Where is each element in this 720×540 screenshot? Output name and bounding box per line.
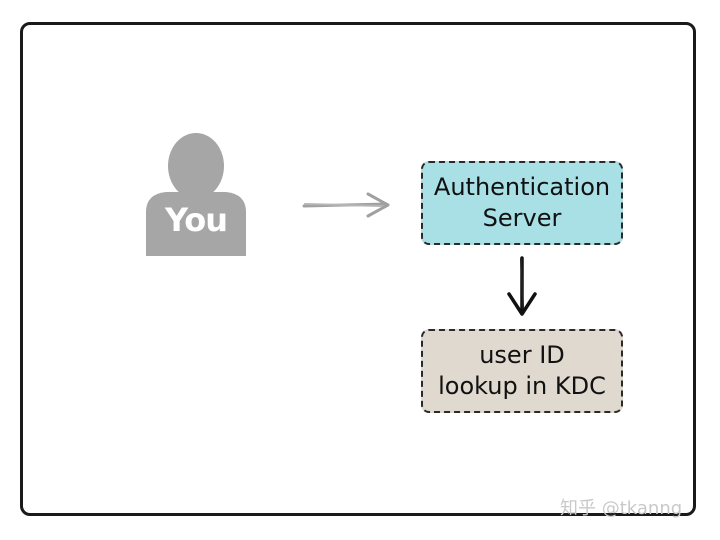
arrow-auth-to-lookup: [507, 256, 537, 316]
authentication-server-node: Authentication Server: [421, 161, 623, 245]
user-figure: You: [140, 132, 252, 256]
arrow-user-to-auth: [302, 192, 390, 218]
watermark-text: 知乎 @tkanng: [560, 498, 683, 519]
diagram-frame: [20, 22, 696, 516]
user-id-lookup-node: user ID lookup in KDC: [421, 329, 623, 413]
auth-server-line-2: Server: [482, 204, 562, 232]
person-icon: [146, 133, 246, 256]
user-label: You: [165, 201, 228, 239]
lookup-line-1: user ID: [479, 340, 565, 369]
auth-server-line-1: Authentication: [433, 172, 611, 201]
lookup-line-2: lookup in KDC: [438, 372, 606, 400]
